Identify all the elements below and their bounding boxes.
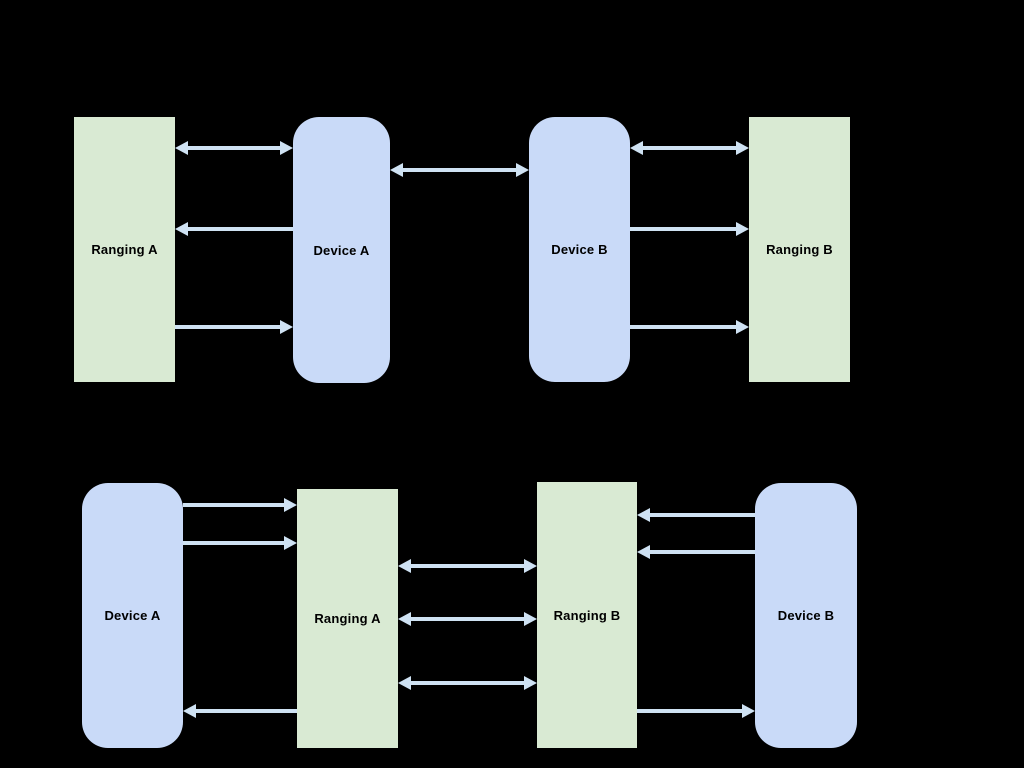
arrow-ranging-b-device-b-7	[637, 508, 755, 522]
bottom-node-device-a: Device A	[82, 483, 183, 748]
arrow-ranging-a-device-a-1	[175, 141, 293, 155]
bottom-node-ranging-a: Ranging A	[297, 489, 398, 748]
arrow-ranging-a-device-a-2	[175, 222, 293, 236]
arrow-ranging-b-device-b-9	[637, 704, 755, 718]
arrow-ranging-b-device-b-8	[637, 545, 755, 559]
node-label: Ranging A	[314, 611, 381, 626]
arrow-device-b-ranging-b-7	[630, 320, 749, 334]
bottom-node-device-b: Device B	[755, 483, 857, 748]
node-label: Device B	[777, 608, 835, 623]
node-label: Device A	[104, 608, 161, 623]
top-node-device-b: Device B	[529, 117, 630, 382]
arrow-device-a-ranging-a-2	[183, 536, 297, 550]
arrow-ranging-a-ranging-b-5	[398, 612, 537, 626]
arrow-ranging-a-ranging-b-4	[398, 559, 537, 573]
node-label: Ranging B	[553, 607, 621, 623]
arrow-device-a-ranging-a-1	[183, 498, 297, 512]
top-node-ranging-b: Ranging B	[749, 117, 850, 382]
arrow-device-a-device-b-4	[390, 163, 529, 177]
arrow-ranging-a-ranging-b-6	[398, 676, 537, 690]
top-node-ranging-a: Ranging A	[74, 117, 175, 382]
bottom-node-ranging-b: Ranging B	[537, 482, 637, 748]
node-label: Ranging B	[766, 242, 833, 257]
arrow-device-b-ranging-b-5	[630, 141, 749, 155]
node-label: Device B	[551, 242, 608, 257]
top-node-device-a: Device A	[293, 117, 390, 383]
arrow-device-b-ranging-b-6	[630, 222, 749, 236]
node-label: Device A	[313, 242, 370, 258]
node-label: Ranging A	[91, 242, 158, 257]
arrow-device-a-ranging-a-3	[183, 704, 297, 718]
arrow-ranging-a-device-a-3	[175, 320, 293, 334]
